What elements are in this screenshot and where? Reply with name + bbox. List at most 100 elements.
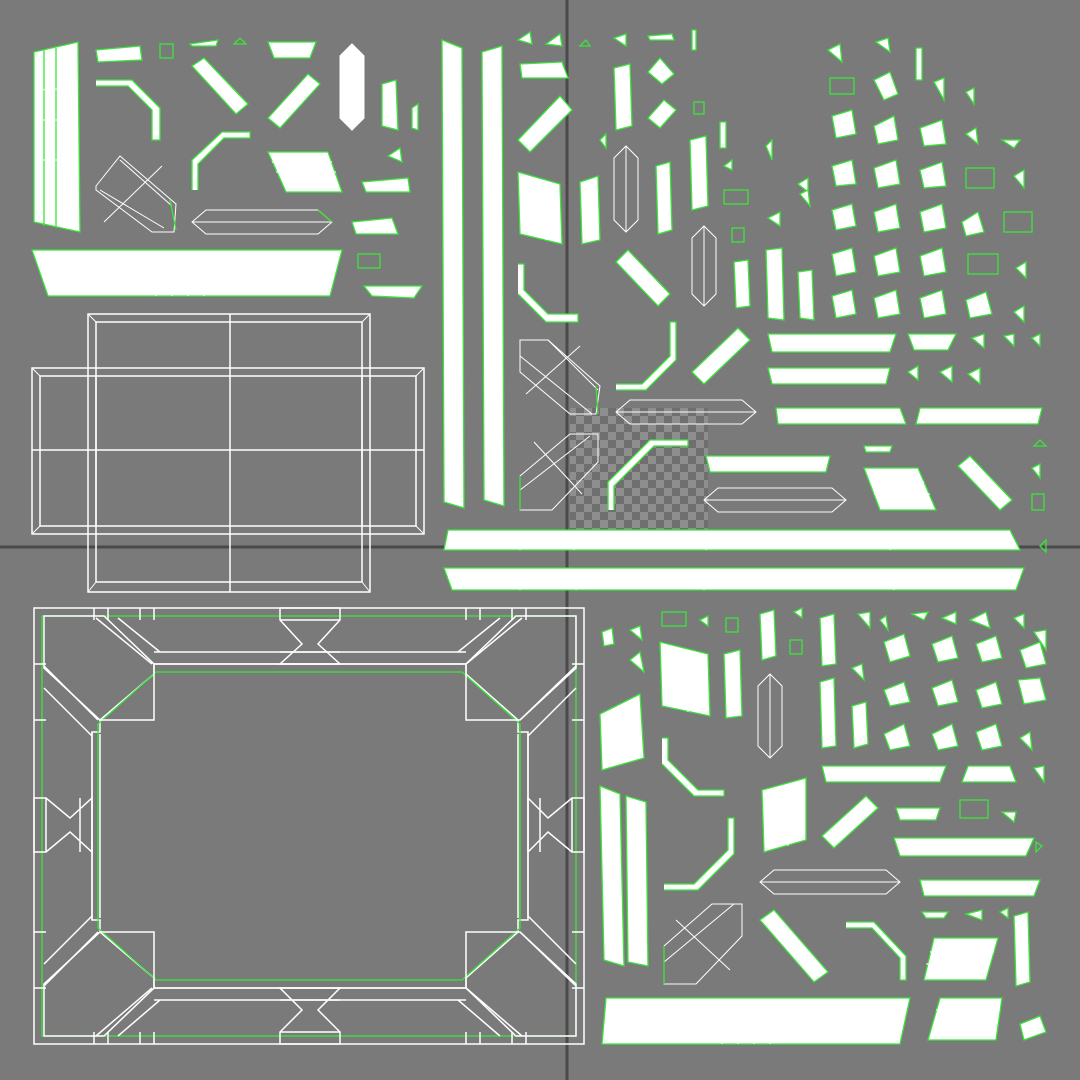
uv-island-diamond-block (663, 903, 743, 985)
uv-island-crystal-horizontal (759, 869, 901, 895)
uv-island-diagonal (957, 455, 1013, 511)
uv-island-long-frieze-lower (443, 567, 1025, 591)
uv-island-diagonal (191, 57, 249, 115)
uv-island-fold-strip (517, 171, 563, 245)
uv-island-square (693, 101, 705, 115)
uv-island-tall-column (481, 45, 505, 507)
uv-island-square (357, 253, 381, 269)
uv-island-bent-strip (96, 79, 161, 141)
uv-island-square (731, 227, 745, 243)
uv-island-column-strip (33, 41, 81, 233)
uv-island-bent-strip (846, 921, 907, 981)
uv-island-small (362, 285, 424, 299)
uv-island-parallelogram (927, 997, 1003, 1041)
uv-island-diamond-block (519, 433, 599, 511)
center-column-group (441, 39, 505, 509)
uv-island-strip (797, 269, 815, 321)
uv-island-bent-strip (517, 263, 579, 323)
uv-island-long-frieze-upper (443, 529, 1022, 551)
uv-island-crystal-horizontal (615, 399, 757, 425)
uv-island-tall-column (441, 39, 465, 509)
uv-island-diag-small (647, 57, 675, 85)
uv-island-strip (767, 333, 897, 353)
uv-island-small (361, 177, 411, 193)
uv-island-diagonal (267, 73, 321, 129)
uv-island-strip (765, 247, 785, 321)
uv-island-bent-strip (616, 321, 677, 391)
uv-island-tri (232, 37, 248, 45)
uv-island-strip (646, 33, 675, 41)
uv-island-tri (578, 38, 592, 47)
uv-island-tri (516, 30, 533, 45)
uv-island-diagonal (691, 327, 751, 385)
uv-island-square (159, 43, 174, 59)
bottom-right-island-group (599, 606, 1047, 1045)
uv-island-tri (1032, 439, 1048, 447)
uv-island-square (1031, 493, 1045, 511)
uv-island-tri (599, 132, 607, 150)
uv-island-tri (544, 32, 563, 47)
uv-island-strip (863, 445, 893, 453)
uv-island-crystal (691, 225, 717, 307)
uv-island-strip (381, 79, 399, 131)
uv-island-crystal (339, 43, 365, 131)
uv-island-diamond-block (519, 339, 601, 415)
uv-island-crystal (757, 673, 783, 759)
uv-island-tri (796, 176, 809, 194)
uv-island-tri (612, 33, 627, 48)
uv-island-tri (766, 210, 781, 228)
top-left-island-group (31, 37, 425, 593)
uv-island-strip (907, 333, 958, 351)
uv-island-tri (1039, 538, 1047, 554)
uv-island-small (351, 217, 399, 235)
uv-island-bent-strip (664, 817, 735, 891)
uv-island-strip (95, 45, 143, 63)
uv-island-diagonal-stack (517, 95, 573, 153)
uv-island-strip (267, 41, 317, 59)
uv-island-diagonal (615, 249, 671, 307)
uv-island-tri (386, 146, 403, 164)
uv-island-ceiling-frame (33, 607, 585, 1045)
uv-island-parallelogram (923, 937, 999, 981)
uv-island-parallelogram (266, 151, 343, 193)
uv-island-bent-strip (607, 439, 689, 510)
uv-island-tri (938, 364, 953, 384)
uv-island-tri (906, 364, 919, 382)
top-center-island-group (516, 29, 847, 513)
uv-island-long-frieze (601, 997, 911, 1045)
uv-island-box-unwrap (31, 313, 425, 593)
uv-island-tri (765, 138, 773, 161)
top-right-island-scatter (767, 37, 1048, 554)
uv-island-crystal-horizontal (191, 209, 333, 235)
uv-island-tri (1002, 333, 1015, 348)
uv-island-crystal (613, 145, 639, 233)
uv-island-strip (915, 407, 1043, 425)
uv-island-tri (722, 158, 733, 172)
uv-island-strip (719, 121, 727, 149)
uv-island-bent-strip (191, 131, 251, 190)
uv-island-strip (613, 63, 633, 131)
uv-island-strip (733, 259, 751, 309)
uv-island-crystal-horizontal (703, 487, 847, 513)
uv-island-strip (519, 61, 569, 79)
uv-island-strip (767, 367, 891, 385)
uv-island-tri (1030, 332, 1041, 348)
uv-island-strip (689, 135, 709, 211)
uv-island-diag-small (647, 99, 677, 129)
uv-island-long-frieze (31, 249, 343, 297)
uv-island-tri (970, 333, 985, 350)
uv-island-diamond-block (95, 155, 177, 233)
uv-island-parallelogram (863, 467, 937, 511)
checker-tile (570, 408, 708, 530)
uv-island-tri (966, 366, 981, 386)
uv-island-square (723, 189, 749, 205)
uv-island-bent-strip (661, 737, 725, 797)
uv-island-strip (411, 102, 419, 131)
uv-island-strip (579, 175, 601, 245)
uv-island-tri (1030, 462, 1041, 480)
uv-island-strip (188, 39, 219, 47)
uv-island-strip (655, 161, 673, 235)
uv-island-strip (705, 455, 831, 473)
uv-island-strip (775, 407, 907, 425)
